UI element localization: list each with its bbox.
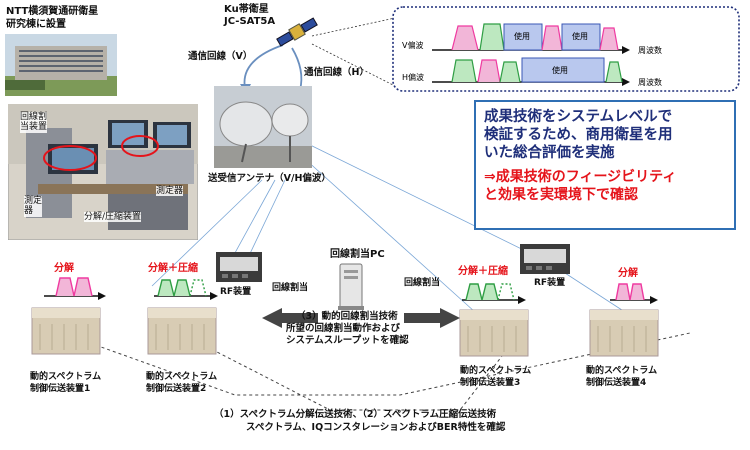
antenna-photo <box>214 86 312 168</box>
tag-label-d1: 分解 <box>54 263 74 274</box>
link-v-label: 通信回線（V） <box>188 51 253 62</box>
link-antenna-d3 <box>294 149 476 313</box>
v-polarization-label: V偏波 <box>402 40 423 50</box>
split-compress-label: 分解/圧縮装置 <box>84 212 142 223</box>
rf-unit-right <box>520 244 570 274</box>
tech3-line-1: （3）動的回線割当技術 <box>296 311 398 322</box>
tag-label-d4: 分解 <box>618 268 638 279</box>
alloc-left-label: 回線割当 <box>272 283 309 293</box>
highlight-ring-right <box>121 135 159 157</box>
device-4-label-2: 制御伝送装置4 <box>586 378 647 388</box>
bottom-line-1: （1）スペクトラム分解伝送技術、（2）スペクトラム圧縮伝送技術 <box>214 409 497 420</box>
link-antenna-rf-right <box>299 139 549 263</box>
device-1 <box>31 307 101 355</box>
link-antenna-d2 <box>151 179 263 287</box>
device-3 <box>459 309 529 357</box>
site-label-1: NTT横須賀通研衛星 <box>6 6 99 17</box>
summary-line-3: いた総合評価を実施 <box>484 145 615 161</box>
h-polarization-label: H偏波 <box>402 72 424 82</box>
highlight-ring-left <box>43 145 97 171</box>
link-antenna-rf-left-2 <box>245 179 286 263</box>
bottom-line-2: スペクトラム、IQコンスタレーションおよびBER特性を確認 <box>246 422 506 433</box>
used-label-2: 使用 <box>572 31 588 41</box>
arrow-alloc-right <box>404 308 460 328</box>
spectrum-usage-panel: V偏波 H偏波 使用 使用 使用 周波数 周波数 <box>392 6 740 92</box>
freq-label-1: 周波数 <box>638 45 662 55</box>
device-3-label-1: 動的スペクトラム <box>460 366 532 376</box>
used-label-1: 使用 <box>514 31 530 41</box>
zoom-line-top <box>311 17 396 37</box>
tag-spectrum-d2 <box>154 279 218 300</box>
site-label-2: 研究棟に設置 <box>6 19 66 30</box>
summary-box: 成果技術をシステムレベルで 検証するため、商用衛星を用 いた総合評価を実施 ⇒成… <box>474 100 736 230</box>
satellite-icon <box>276 17 318 47</box>
rf-right-label: RF装置 <box>534 278 566 288</box>
tech3-line-3: システムスループットを確認 <box>286 335 409 346</box>
summary-line-4: ⇒成果技術のフィージビリティ <box>484 169 677 185</box>
link-h-label: 通信回線（H） <box>304 67 369 78</box>
tech3-line-2: 所望の回線割当動作および <box>286 323 401 334</box>
used-label-3: 使用 <box>552 65 568 75</box>
summary-line-5: と効果を実環境下で確認 <box>484 187 638 203</box>
device-2 <box>147 307 217 355</box>
tag-spectrum-d4 <box>610 283 658 304</box>
arrow-link-v <box>243 44 284 89</box>
rf-left-label: RF装置 <box>220 287 252 297</box>
pc-icon <box>338 263 364 310</box>
summary-line-1: 成果技術をシステムレベルで <box>484 109 673 125</box>
tag-spectrum-d1 <box>44 277 106 300</box>
device-2-label-2: 制御伝送装置2 <box>146 384 207 394</box>
tag-label-d3: 分解＋圧縮 <box>458 266 508 277</box>
device-1-label-1: 動的スペクトラム <box>30 372 102 382</box>
pc-label: 回線割当PC <box>330 249 385 260</box>
meter-right-label: 測定器 <box>156 186 184 197</box>
link-antenna-rf-left <box>229 179 276 263</box>
summary-line-2: 検証するため、商用衛星を用 <box>484 127 673 143</box>
alloc-right-label: 回線割当 <box>404 278 441 288</box>
allocator-label: 回線割 当装置 <box>20 112 48 133</box>
arrow-link-h <box>291 47 303 91</box>
device-4-label-1: 動的スペクトラム <box>586 366 658 376</box>
eval-dotted-2 <box>179 332 521 411</box>
satellite-label-2: JC-SAT5A <box>224 16 276 27</box>
antenna-label: 送受信アンテナ（V/H偏波） <box>208 173 331 184</box>
arrow-alloc-left <box>262 308 318 328</box>
meter-left-label: 測定 器 <box>24 196 43 217</box>
rf-unit-left <box>216 252 262 282</box>
device-2-label-1: 動的スペクトラム <box>146 372 218 382</box>
zoom-line-bottom <box>311 43 396 87</box>
building-photo <box>5 34 117 96</box>
device-1-label-2: 制御伝送装置1 <box>30 384 91 394</box>
lab-photo <box>8 104 198 240</box>
freq-label-2: 周波数 <box>638 77 662 87</box>
satellite-label-1: Ku帯衛星 <box>224 4 269 15</box>
tag-label-d2: 分解＋圧縮 <box>148 263 198 274</box>
device-3-label-2: 制御伝送装置3 <box>460 378 521 388</box>
device-4 <box>589 309 659 357</box>
eval-dotted-1 <box>61 332 691 396</box>
tag-spectrum-d3 <box>462 283 526 304</box>
